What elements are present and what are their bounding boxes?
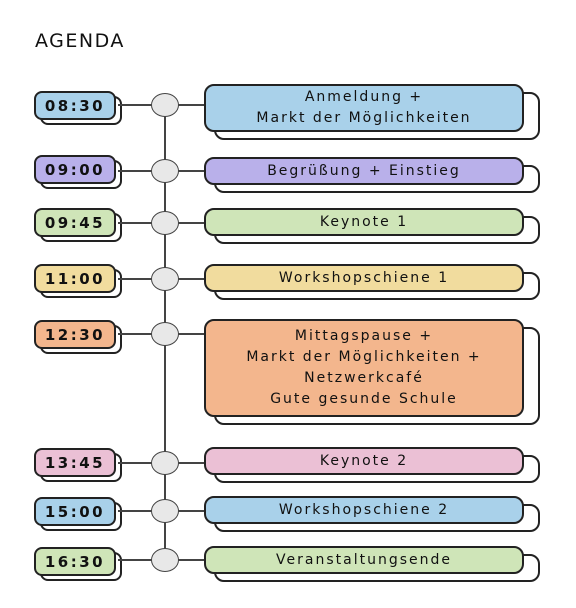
event-card: Begrüßung + Einstieg bbox=[204, 157, 524, 185]
event-card: Workshopschiene 2 bbox=[204, 496, 524, 524]
event-card: Mittagspause + Markt der Möglichkeiten + N… bbox=[204, 319, 524, 417]
event-label: Keynote 2 bbox=[319, 452, 409, 469]
event-card: Anmeldung + Markt der Möglichkeiten bbox=[204, 84, 524, 132]
connector-line bbox=[178, 559, 205, 561]
event-label: Keynote 1 bbox=[319, 213, 409, 230]
timeline-node bbox=[151, 451, 179, 475]
timeline-node bbox=[151, 499, 179, 523]
timeline-node bbox=[151, 267, 179, 291]
connector-line bbox=[178, 510, 205, 512]
page-title: AGENDA bbox=[35, 30, 125, 52]
connector-line bbox=[178, 170, 205, 172]
time-badge: 16:30 bbox=[34, 547, 116, 576]
timeline-node bbox=[151, 322, 179, 346]
event-label: Workshopschiene 2 bbox=[278, 501, 450, 518]
connector-line bbox=[118, 104, 152, 106]
timeline-node bbox=[151, 159, 179, 183]
connector-line bbox=[178, 104, 205, 106]
time-badge: 13:45 bbox=[34, 448, 116, 477]
event-label: Gute gesunde Schule bbox=[270, 391, 458, 407]
event-label: Markt der Möglichkeiten + bbox=[246, 349, 482, 365]
event-label: Begrüßung + Einstieg bbox=[267, 162, 461, 179]
time-badge: 09:00 bbox=[34, 155, 116, 184]
event-label: Veranstaltungsende bbox=[276, 551, 452, 568]
event-label: Workshopschiene 1 bbox=[278, 269, 450, 286]
timeline-node bbox=[151, 93, 179, 117]
event-card: Keynote 2 bbox=[204, 447, 524, 475]
event-label: Mittagspause + bbox=[294, 328, 434, 344]
event-label: Anmeldung + bbox=[304, 89, 424, 105]
time-badge: 09:45 bbox=[34, 208, 116, 237]
connector-line bbox=[178, 222, 205, 224]
connector-line bbox=[118, 278, 152, 280]
event-card: Workshopschiene 1 bbox=[204, 264, 524, 292]
event-card: Keynote 1 bbox=[204, 208, 524, 236]
connector-line bbox=[178, 278, 205, 280]
connector-line bbox=[118, 222, 152, 224]
timeline-node bbox=[151, 548, 179, 572]
event-label: Netzwerkcafé bbox=[304, 370, 424, 386]
connector-line bbox=[118, 462, 152, 464]
connector-line bbox=[178, 462, 205, 464]
event-label: Markt der Möglichkeiten bbox=[256, 110, 472, 126]
event-card: Veranstaltungsende bbox=[204, 546, 524, 574]
time-badge: 08:30 bbox=[34, 91, 116, 120]
time-badge: 11:00 bbox=[34, 264, 116, 293]
time-badge: 15:00 bbox=[34, 497, 116, 526]
connector-line bbox=[118, 510, 152, 512]
timeline-node bbox=[151, 211, 179, 235]
time-badge: 12:30 bbox=[34, 320, 116, 349]
connector-line bbox=[178, 333, 205, 335]
connector-line bbox=[118, 333, 152, 335]
connector-line bbox=[118, 170, 152, 172]
connector-line bbox=[118, 559, 152, 561]
